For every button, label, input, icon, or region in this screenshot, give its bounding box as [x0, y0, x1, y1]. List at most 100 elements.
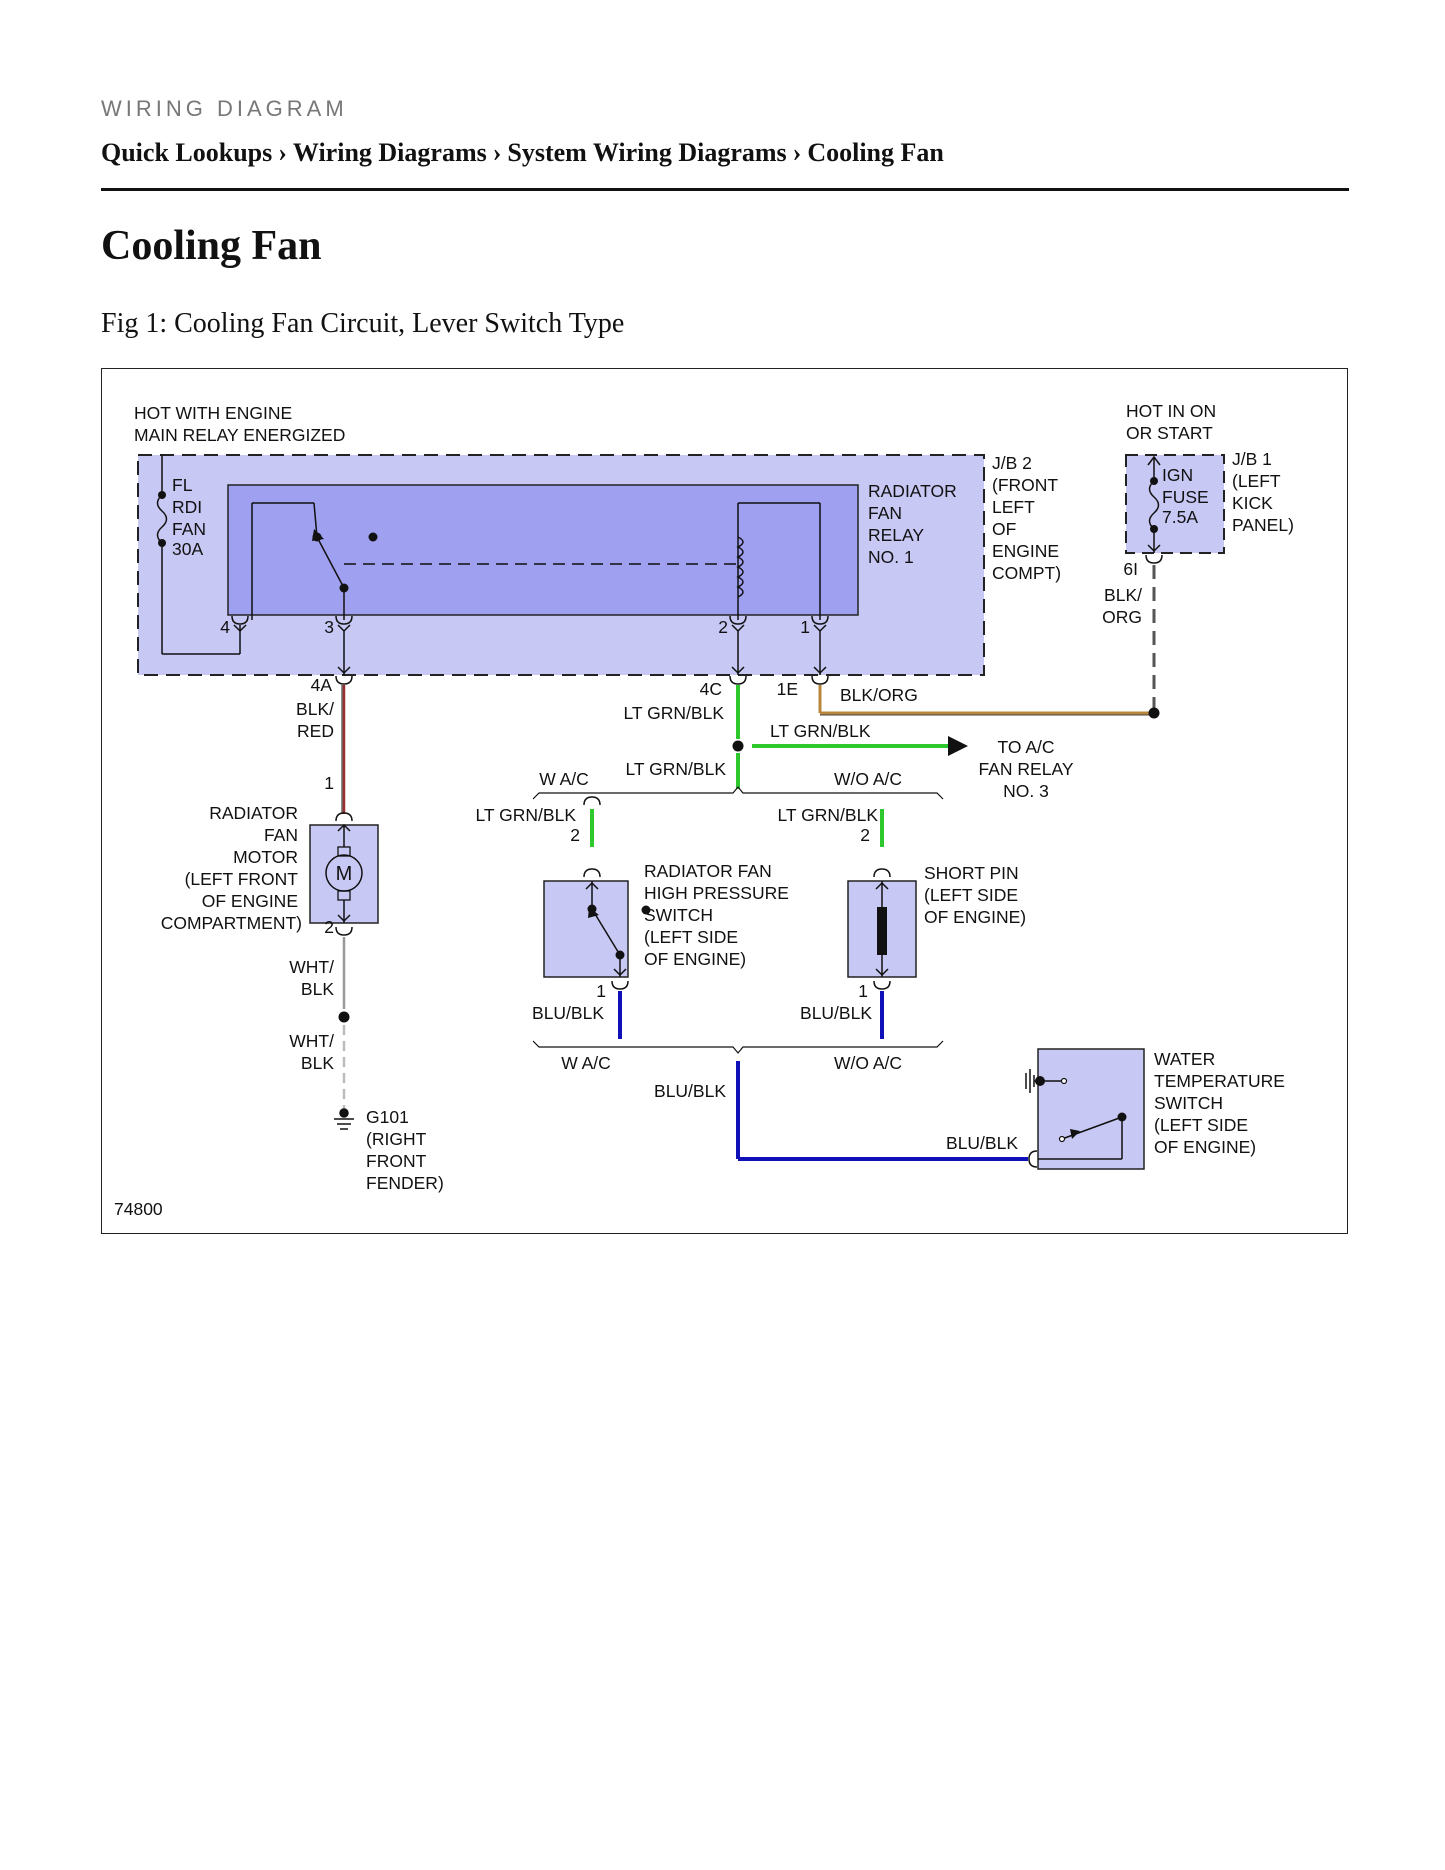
label-fuse-fan: FAN [172, 519, 206, 539]
label-wts-water: WATER [1154, 1049, 1215, 1069]
short-pin-icon [877, 907, 887, 955]
label-pin-4c: 4C [700, 679, 722, 699]
label-sp-pin-2: 2 [860, 825, 870, 845]
label-jb1-panel: PANEL) [1232, 515, 1294, 535]
label-blu-blk-right: BLU/BLK [800, 1003, 872, 1023]
label-wts-switch: SWITCH [1154, 1093, 1223, 1113]
label-hps-of-engine: OF ENGINE) [644, 949, 746, 969]
label-motor-pin-2: 2 [324, 917, 334, 937]
label-pin-1: 1 [800, 617, 810, 637]
breadcrumb-quick-lookups[interactable]: Quick Lookups [101, 138, 273, 167]
diagram-labels: HOT WITH ENGINE MAIN RELAY ENERGIZED HOT… [114, 401, 1294, 1219]
label-or-start: OR START [1126, 423, 1213, 443]
label-jb2-front: (FRONT [992, 475, 1058, 495]
label-w-ac-top: W A/C [539, 769, 589, 789]
label-motor-compartment: COMPARTMENT) [161, 913, 302, 933]
label-jb1-left: (LEFT [1232, 471, 1281, 491]
breadcrumb-cooling-fan[interactable]: Cooling Fan [807, 138, 944, 167]
label-motor-motor: MOTOR [233, 847, 298, 867]
label-ign-7-5a: 7.5A [1162, 507, 1198, 527]
label-hot-in-on: HOT IN ON [1126, 401, 1216, 421]
label-blk-org-vertical-1: BLK/ [1104, 585, 1142, 605]
radiator-fan-high-pressure-switch [543, 796, 651, 990]
header-divider [101, 188, 1349, 191]
section-eyebrow: WIRING DIAGRAM [101, 96, 348, 121]
wac-woac-bottom-bracket [532, 1040, 944, 1054]
wac-woac-top-bracket [532, 786, 944, 800]
breadcrumb: Quick Lookups›Wiring Diagrams›System Wir… [101, 138, 944, 168]
label-wht-blk-1b: BLK [301, 979, 334, 999]
water-temperature-switch [1025, 1048, 1145, 1170]
label-wo-ac-bottom: W/O A/C [834, 1053, 902, 1073]
label-g101: G101 [366, 1107, 409, 1127]
motor-symbol: M [336, 863, 353, 885]
label-no-3: NO. 3 [1003, 781, 1049, 801]
label-jb2-left: LEFT [992, 497, 1035, 517]
label-pin-3: 3 [324, 617, 334, 637]
label-lt-grn-blk-4c: LT GRN/BLK [624, 703, 725, 723]
short-pin [847, 868, 917, 990]
breadcrumb-separator: › [278, 138, 287, 167]
label-main-relay-energized: MAIN RELAY ENERGIZED [134, 425, 345, 445]
label-blu-blk-bottom: BLU/BLK [946, 1133, 1018, 1153]
label-blk-red-2: RED [297, 721, 334, 741]
label-lt-grn-blk-ac: LT GRN/BLK [770, 721, 871, 741]
label-wts-left-side: (LEFT SIDE [1154, 1115, 1248, 1135]
label-wts-of-engine: OF ENGINE) [1154, 1137, 1256, 1157]
ground-icon [334, 1108, 354, 1130]
arrow-icon [948, 736, 968, 756]
label-jb2-compt: COMPT) [992, 563, 1061, 583]
label-blk-org-vertical-2: ORG [1102, 607, 1142, 627]
label-ign: IGN [1162, 465, 1193, 485]
page-title: Cooling Fan [101, 223, 322, 269]
ign-fuse-icon [1145, 455, 1163, 564]
breadcrumb-separator: › [792, 138, 802, 167]
jb2-pin-terminals [231, 615, 829, 685]
label-fuse-fl: FL [172, 475, 193, 495]
label-hps-high-pressure: HIGH PRESSURE [644, 883, 789, 903]
label-hps-left-side: (LEFT SIDE [644, 927, 738, 947]
wiring-diagram-svg: M [114, 401, 1294, 1219]
label-fan-relay: FAN RELAY [979, 759, 1074, 779]
label-blk-org: BLK/ORG [840, 685, 918, 705]
label-lt-grn-blk-left: LT GRN/BLK [476, 805, 577, 825]
label-sp-left-side: (LEFT SIDE [924, 885, 1018, 905]
label-g101-front: FRONT [366, 1151, 427, 1171]
label-blu-blk-left: BLU/BLK [532, 1003, 604, 1023]
relay-coil-icon [736, 536, 744, 598]
label-wts-temperature: TEMPERATURE [1154, 1071, 1285, 1091]
label-jb1-kick: KICK [1232, 493, 1273, 513]
label-motor-of-engine: OF ENGINE [202, 891, 298, 911]
label-g101-right: (RIGHT [366, 1129, 427, 1149]
label-relay-no1: NO. 1 [868, 547, 914, 567]
breadcrumb-wiring-diagrams[interactable]: Wiring Diagrams [292, 138, 487, 167]
label-jb2: J/B 2 [992, 453, 1032, 473]
label-pin-4: 4 [220, 617, 230, 637]
fl-rdi-fan-fuse-icon [156, 455, 241, 655]
label-wo-ac-top: W/O A/C [834, 769, 902, 789]
label-short-pin: SHORT PIN [924, 863, 1019, 883]
figure-caption: Fig 1: Cooling Fan Circuit, Lever Switch… [101, 308, 625, 339]
junction-block-1 [1125, 454, 1225, 554]
label-wht-blk-2a: WHT/ [289, 1031, 334, 1051]
label-wht-blk-1a: WHT/ [289, 957, 334, 977]
label-pin-1e: 1E [777, 679, 798, 699]
label-hps-switch: SWITCH [644, 905, 713, 925]
radiator-fan-relay-no1 [227, 484, 859, 616]
label-hot-with-engine: HOT WITH ENGINE [134, 403, 292, 423]
radiator-fan-motor: M [309, 812, 379, 936]
label-fuse-30a: 30A [172, 539, 203, 559]
label-lt-grn-blk-right: LT GRN/BLK [778, 805, 879, 825]
label-motor-left-front: (LEFT FRONT [185, 869, 299, 889]
label-w-ac-bottom: W A/C [561, 1053, 611, 1073]
wiring-diagram-figure: M [101, 368, 1348, 1234]
breadcrumb-system-wiring-diagrams[interactable]: System Wiring Diagrams [507, 138, 787, 167]
label-hps-pin-1: 1 [596, 981, 606, 1001]
label-hps-pin-2: 2 [570, 825, 580, 845]
figure-id: 74800 [114, 1199, 163, 1219]
label-to-ac: TO A/C [997, 737, 1054, 757]
label-lt-grn-blk-below: LT GRN/BLK [626, 759, 727, 779]
label-wht-blk-2b: BLK [301, 1053, 334, 1073]
label-jb2-engine: ENGINE [992, 541, 1059, 561]
label-pin-2: 2 [718, 617, 728, 637]
